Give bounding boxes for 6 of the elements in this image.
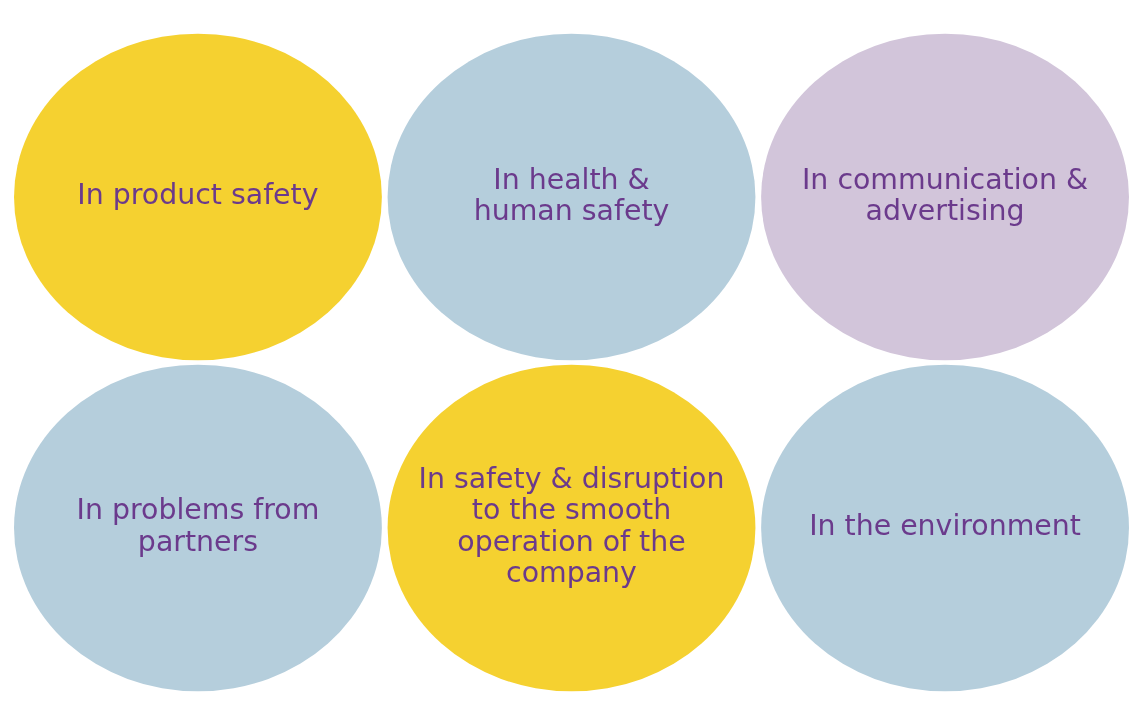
- node-ellipse: In problems from partners: [14, 364, 382, 691]
- node-ellipse: In product safety: [14, 33, 382, 360]
- node-ellipse: In safety & disruption to the smooth operation of the company: [387, 364, 756, 691]
- node-ellipse: In the environment: [761, 364, 1129, 691]
- node-ellipse: In health & human safety: [387, 33, 756, 360]
- node-ellipse: In communication & advertising: [761, 33, 1129, 360]
